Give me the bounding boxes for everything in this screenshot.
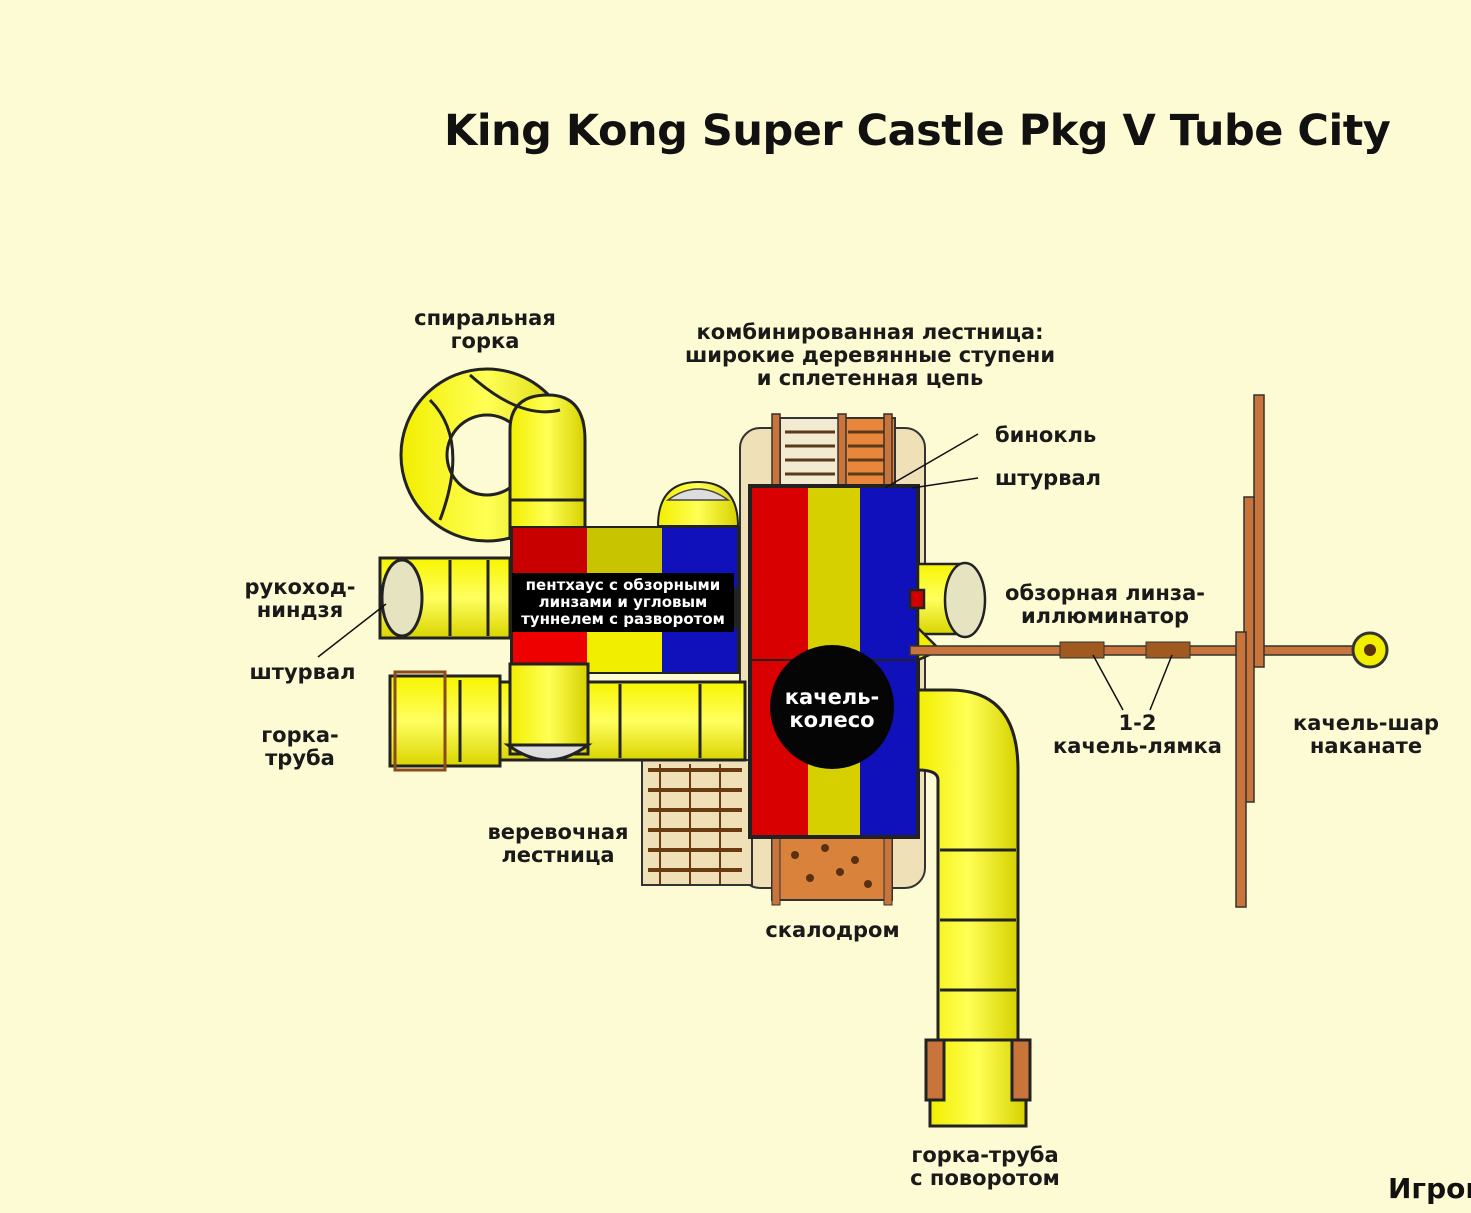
combo-ladder-shape	[771, 413, 896, 491]
leader-lines	[317, 433, 1173, 711]
label-belt-swing: 1-2 качель-лямка	[1053, 711, 1222, 758]
label-steering-wheel-left: штурвал	[249, 660, 356, 684]
label-turn-tube-slide: горка-труба с поворотом	[910, 1143, 1060, 1190]
label-steering-wheel-right: штурвал	[995, 466, 1102, 490]
label-penthouse: пентхаус с обзорными линзами и угловым т…	[512, 573, 734, 632]
corner-caption: Игров	[1388, 1172, 1471, 1205]
label-rope-ladder: веревочная лестница	[487, 820, 629, 867]
label-view-lens: обзорная линза- иллюминатор	[1005, 581, 1205, 628]
page-title: King Kong Super Castle Pkg V Tube City	[444, 106, 1391, 156]
label-binoculars: бинокль	[995, 423, 1097, 447]
tube-slide-shape	[388, 662, 747, 772]
label-climbing-wall: скалодром	[765, 918, 900, 942]
wheel-swing-shape	[770, 645, 894, 769]
label-rope-ball-swing: качель-шар наканате	[1293, 711, 1439, 758]
label-spiral-slide: спиральная горка	[414, 306, 556, 353]
label-monkey-bars: рукоход- ниндзя	[244, 575, 356, 622]
label-tube-slide: горка- труба	[261, 723, 339, 770]
monkey-bars-shape	[378, 556, 512, 640]
label-wheel-swing: качель- колесо	[784, 685, 880, 732]
climbing-wall-shape	[771, 834, 893, 906]
turn-tube-slide-shape	[916, 688, 1032, 1128]
spiral-slide-shape	[399, 367, 587, 543]
rope-ladder-shape	[648, 764, 742, 884]
label-combo-ladder: комбинированная лестница: широкие деревя…	[684, 320, 1056, 390]
swing-beam-shape	[909, 394, 1389, 908]
